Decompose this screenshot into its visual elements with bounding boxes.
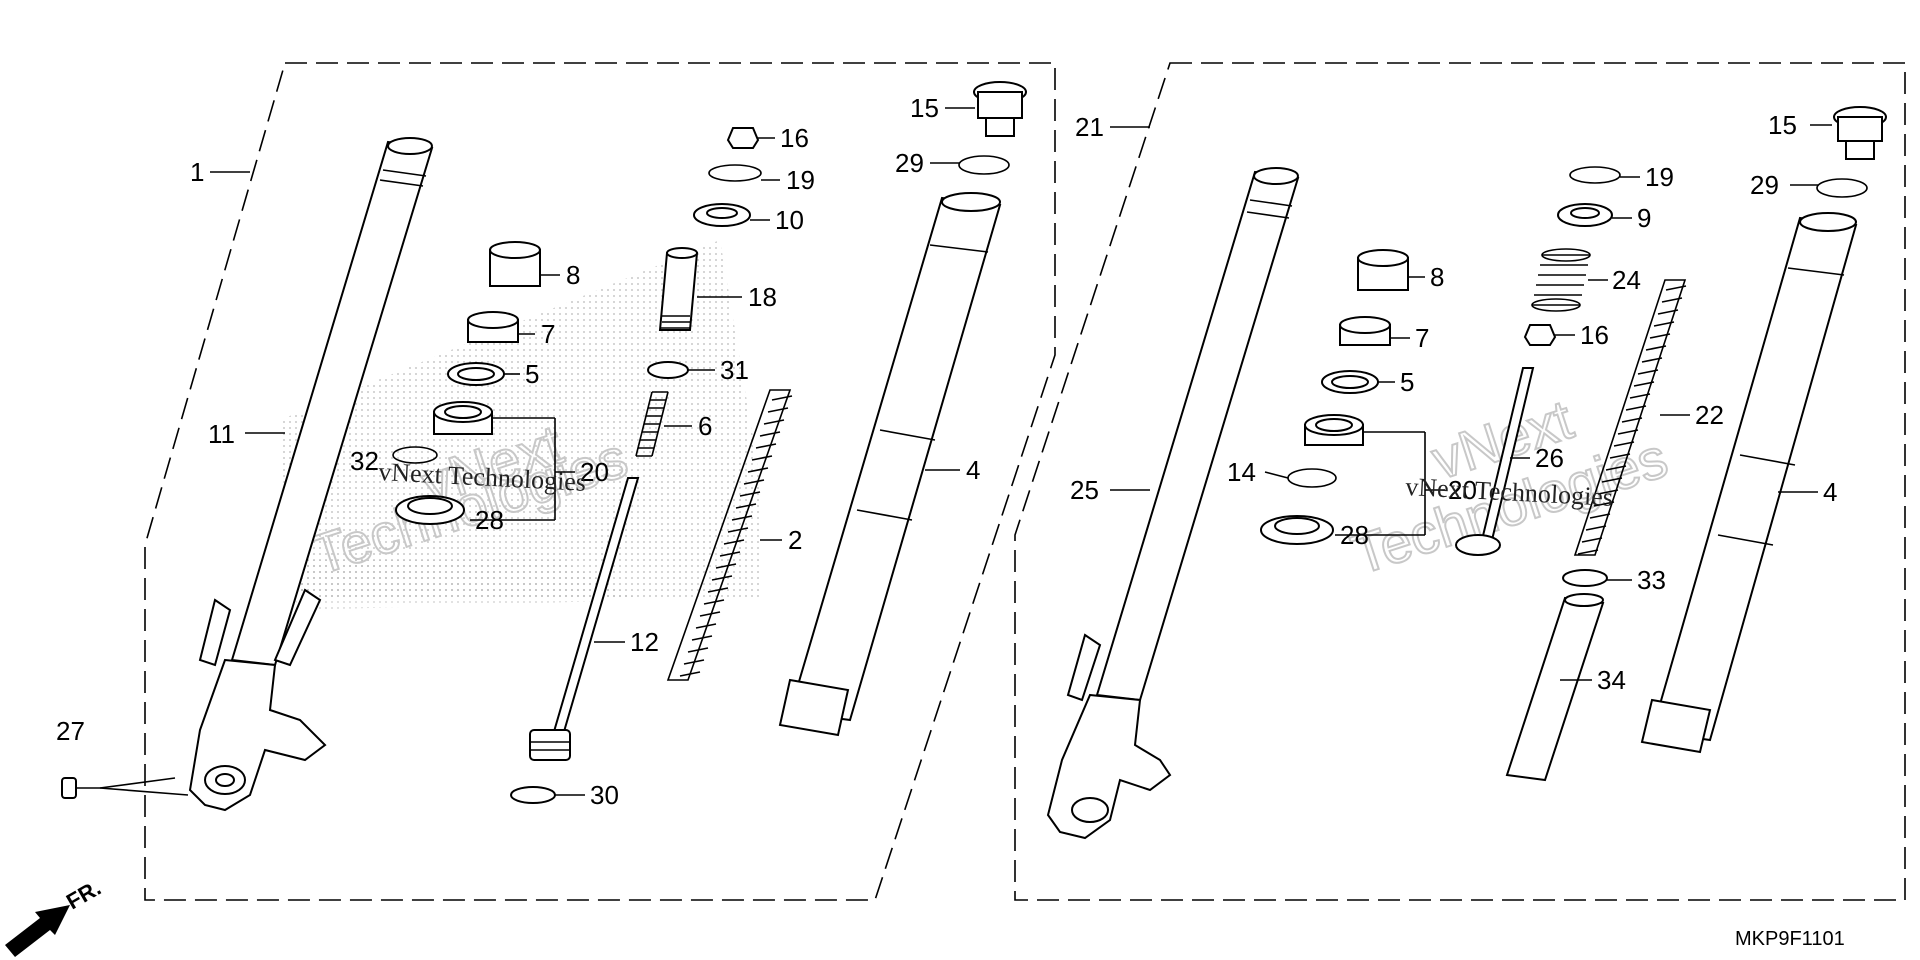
label-6: 6 xyxy=(698,411,712,441)
rebound-spring-6 xyxy=(635,391,669,457)
o-ring-29-right xyxy=(1816,178,1868,198)
label-9: 9 xyxy=(1637,203,1651,233)
leader-lines xyxy=(99,107,1832,796)
snap-ring-19-right xyxy=(1569,166,1621,184)
label-15: 15 xyxy=(910,93,939,123)
stopper-ring-32 xyxy=(392,446,438,464)
label-24: 24 xyxy=(1612,265,1641,295)
label-34: 34 xyxy=(1597,665,1626,695)
spacer-tube-34 xyxy=(1505,593,1605,782)
label-1: 1 xyxy=(190,157,204,187)
label-20-r: 20 xyxy=(1448,475,1477,505)
o-ring-29 xyxy=(958,155,1010,175)
label-22: 22 xyxy=(1695,400,1724,430)
diagram-code: MKP9F1101 xyxy=(1735,928,1845,950)
oil-seal-right xyxy=(1304,414,1364,446)
label-32: 32 xyxy=(350,446,379,476)
label-12: 12 xyxy=(630,627,659,657)
dust-seal-28-right xyxy=(1260,515,1334,545)
outer-fork-tube xyxy=(778,192,1002,737)
spring-24 xyxy=(1531,248,1591,312)
front-label: FR. xyxy=(62,875,105,914)
outer-fork-tube-right xyxy=(1640,212,1858,754)
left-labels: 1 11 8 7 5 32 20 28 16 19 10 18 31 6 2 1… xyxy=(56,93,980,810)
nut-16 xyxy=(726,127,760,149)
label-5-r: 5 xyxy=(1400,367,1414,397)
fork-spring-22 xyxy=(1573,279,1687,556)
label-33: 33 xyxy=(1637,565,1666,595)
back-up-ring-5 xyxy=(447,362,505,386)
label-8-r: 8 xyxy=(1430,262,1444,292)
label-29-r: 29 xyxy=(1750,170,1779,200)
damper-rod-12 xyxy=(529,477,640,761)
label-7: 7 xyxy=(541,319,555,349)
right-labels: 21 25 8 7 5 14 20 28 19 9 24 16 26 22 33… xyxy=(1070,110,1837,695)
inner-fork-tube-right xyxy=(1095,167,1300,702)
label-2: 2 xyxy=(788,525,802,555)
label-28-r: 28 xyxy=(1340,520,1369,550)
label-16-r: 16 xyxy=(1580,320,1609,350)
snap-ring-19 xyxy=(708,164,762,182)
stopper-ring-14 xyxy=(1287,468,1337,488)
label-7-r: 7 xyxy=(1415,323,1429,353)
spring-seat-9 xyxy=(1557,203,1613,227)
label-25: 25 xyxy=(1070,475,1099,505)
spring-collar-18 xyxy=(658,247,699,331)
label-18: 18 xyxy=(748,282,777,312)
label-30: 30 xyxy=(590,780,619,810)
spring-seat-10 xyxy=(693,203,751,227)
label-5: 5 xyxy=(525,359,539,389)
label-28: 28 xyxy=(475,505,504,535)
label-19: 19 xyxy=(786,165,815,195)
label-26: 26 xyxy=(1535,443,1564,473)
axle-bolt xyxy=(61,777,100,799)
guide-bushing-7-right xyxy=(1339,316,1391,346)
label-8: 8 xyxy=(566,260,580,290)
axle-bracket xyxy=(188,588,327,812)
label-27: 27 xyxy=(56,716,85,746)
label-15-r: 15 xyxy=(1768,110,1797,140)
fork-bolt-15 xyxy=(973,81,1027,137)
slide-bushing-8 xyxy=(489,241,541,287)
label-4-r: 4 xyxy=(1823,477,1837,507)
front-direction-arrow: FR. xyxy=(5,875,105,957)
right-assembly-frame xyxy=(1014,62,1906,901)
back-up-ring-5-right xyxy=(1321,370,1379,394)
dust-seal-28 xyxy=(395,495,465,525)
label-19-r: 19 xyxy=(1645,162,1674,192)
label-4: 4 xyxy=(966,455,980,485)
guide-bushing-7 xyxy=(467,311,519,343)
label-31: 31 xyxy=(720,355,749,385)
axle-bracket-right xyxy=(1046,633,1172,840)
label-21: 21 xyxy=(1075,112,1104,142)
washer-33 xyxy=(1562,569,1608,587)
fork-bolt-15-right xyxy=(1833,106,1887,160)
piston-ring-30 xyxy=(510,786,556,804)
label-14: 14 xyxy=(1227,457,1256,487)
cartridge-rod-26 xyxy=(1455,367,1535,556)
fork-spring-2 xyxy=(666,389,793,681)
dotted-watermark-area-2 xyxy=(275,560,640,610)
slide-bushing-8-right xyxy=(1357,249,1409,291)
nut-16-right xyxy=(1523,324,1557,346)
label-10: 10 xyxy=(775,205,804,235)
label-20: 20 xyxy=(580,457,609,487)
label-29: 29 xyxy=(895,148,924,178)
label-16: 16 xyxy=(780,123,809,153)
label-11: 11 xyxy=(208,419,235,449)
oil-seal xyxy=(433,401,493,435)
washer-31 xyxy=(647,361,689,379)
